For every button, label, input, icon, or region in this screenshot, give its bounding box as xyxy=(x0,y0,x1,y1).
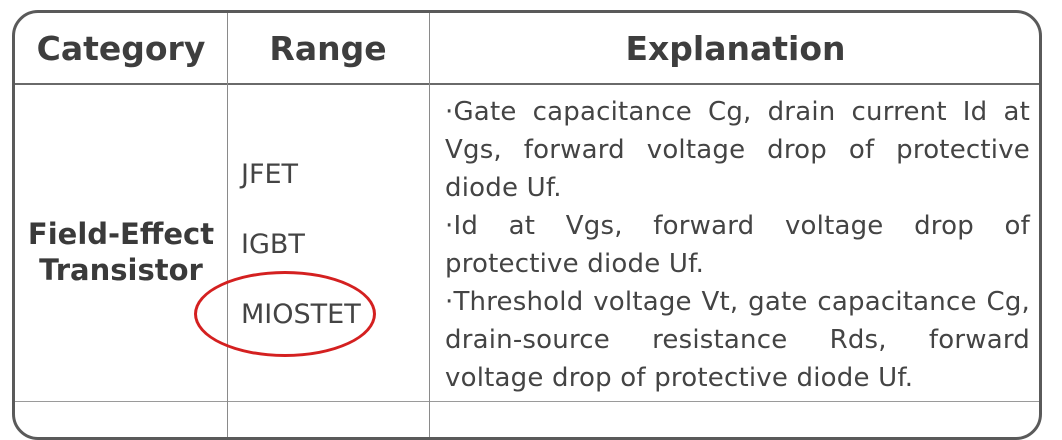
column-divider xyxy=(429,13,430,83)
range-item-miostet: MIOSTET xyxy=(241,299,361,330)
range-item-jfet: JFET xyxy=(241,159,299,190)
range-item-igbt: IGBT xyxy=(241,229,305,260)
explanation-cell: ·Gate capacitance Cg, drain current Id a… xyxy=(429,83,1039,401)
category-line: Transistor xyxy=(39,253,203,287)
category-line: Field-Effect xyxy=(27,217,215,251)
column-divider xyxy=(429,401,430,437)
explanation-jfet: ·Gate capacitance Cg, drain current Id a… xyxy=(445,97,1030,203)
table-row: Field-Effect Transistor JFET IGBT MIOSTE… xyxy=(15,83,1039,402)
range-cell: JFET IGBT MIOSTET xyxy=(227,83,429,401)
spec-table: Category Range Explanation Field-Effect … xyxy=(12,10,1042,440)
header-range: Range xyxy=(269,28,387,68)
explanation-miostet: ·Threshold voltage Vt, gate capacitance … xyxy=(445,287,1030,393)
column-divider xyxy=(227,401,228,437)
column-divider xyxy=(227,83,228,401)
column-divider xyxy=(227,13,228,83)
column-divider xyxy=(429,83,430,401)
table-header-row: Category Range Explanation xyxy=(15,13,1039,85)
explanation-igbt: ·Id at Vgs, forward voltage drop of prot… xyxy=(445,211,1030,279)
header-explanation: Explanation xyxy=(625,28,846,68)
header-category: Category xyxy=(36,28,206,68)
category-cell: Field-Effect Transistor xyxy=(15,83,227,401)
